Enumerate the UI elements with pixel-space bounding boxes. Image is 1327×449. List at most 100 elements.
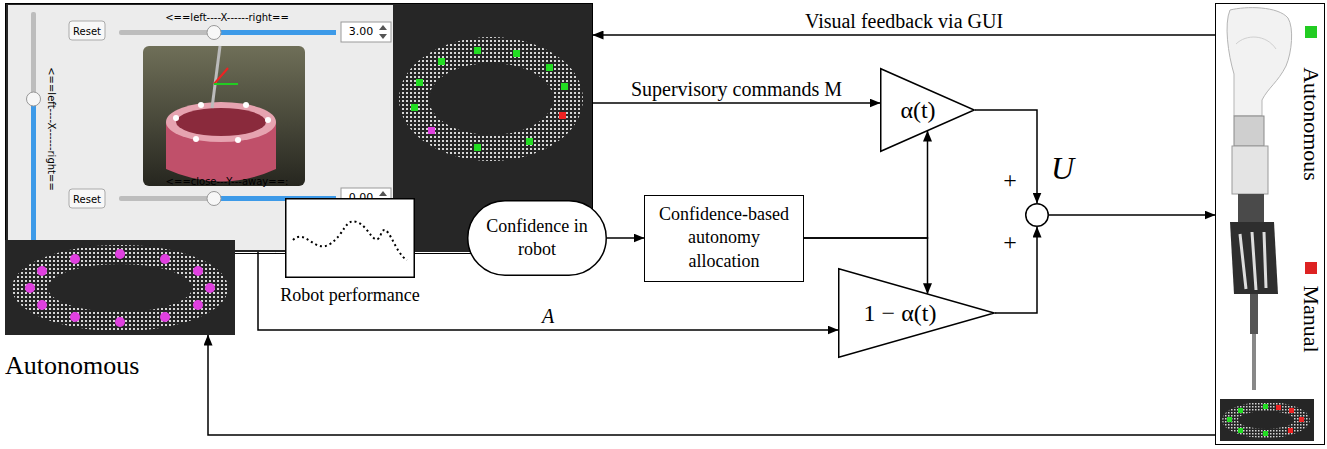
node-text: Manual [1299, 285, 1323, 352]
illustration-rect [526, 138, 533, 145]
node-text: Autonomous [1299, 67, 1323, 181]
illustration-line [214, 68, 228, 84]
illustration-circle [115, 317, 125, 327]
node-text: <==left----X------right== [46, 67, 57, 191]
illustration-circle [37, 300, 47, 310]
node-text: α(t) [900, 97, 935, 123]
confidence-stadium: Confidence in robot [467, 200, 607, 276]
circle-outline [1025, 203, 1049, 227]
illustration-path [12, 245, 228, 331]
node-text: <==close---Y---away==: [166, 176, 289, 187]
performance-plot [285, 198, 415, 278]
illustration-circle [243, 102, 249, 108]
illustration-circle [198, 102, 204, 108]
illustration-rect [1276, 405, 1281, 410]
illustration-rect [474, 144, 481, 151]
illustration-circle [25, 283, 35, 293]
connector [975, 110, 1037, 203]
connector [607, 237, 644, 239]
connector [995, 227, 1037, 313]
process-box: Confidence-based autonomy allocation [644, 195, 804, 282]
edge-label: Supervisory commands M [629, 78, 844, 100]
illustration-ellipse [166, 102, 276, 142]
illustration-circle [115, 249, 125, 259]
illustration-rect [1238, 408, 1243, 413]
illustration-g [1227, 404, 1268, 436]
illustration-circle [160, 254, 170, 264]
stadium-outline [467, 200, 607, 276]
node-text: 1 − α(t) [864, 300, 937, 326]
illustration-rect [341, 22, 391, 42]
illustration-circle [70, 254, 80, 264]
illustration-path [399, 37, 583, 161]
illustration-rect [119, 30, 336, 35]
connector [593, 102, 880, 104]
illustration-rect [428, 127, 435, 134]
point-cloud-image [5, 240, 235, 335]
illustration-rect [31, 12, 36, 244]
node-text: <==left----X------right== [165, 12, 289, 23]
tri-shape [881, 69, 975, 152]
illustration-g [411, 47, 568, 151]
illustration-rect [559, 112, 566, 119]
illustration-rect [1288, 428, 1293, 433]
node-text: Confidence-based autonomy allocation [651, 203, 797, 273]
illustration-rect [1227, 417, 1232, 422]
illustration-g [25, 249, 215, 327]
edge-label: A [540, 305, 556, 327]
node-text: Confidence in robot [482, 215, 592, 262]
connector [804, 131, 928, 238]
illustration-circle [235, 137, 241, 143]
illustration-rect [1305, 26, 1317, 38]
illustration-rect [561, 83, 568, 90]
node-text: 3.00 [349, 26, 374, 38]
gain-triangle: 1 − α(t) [838, 268, 995, 358]
illustration-ellipse [176, 108, 266, 136]
illustration-rect [31, 99, 36, 244]
illustration-rect [474, 47, 481, 54]
illustration-rect [69, 189, 105, 208]
illustration-circle [207, 26, 221, 40]
illustration-path [1240, 232, 1266, 290]
illustration-circle [205, 283, 215, 293]
sign-label: + [1003, 229, 1017, 255]
illustration-rect [416, 79, 423, 86]
node-text: Reset [73, 25, 101, 36]
illustration-line [214, 83, 238, 85]
illustration-circle [70, 312, 80, 322]
illustration-rect [214, 30, 336, 35]
tri-shape [839, 269, 995, 358]
illustration-path [1227, 8, 1292, 116]
illustration-rect [1263, 404, 1268, 409]
gain-triangle: α(t) [880, 68, 975, 152]
illustration-rect [438, 58, 445, 65]
circle-shape [1026, 204, 1049, 227]
edge-label: Visual feedback via GUI [803, 10, 1005, 32]
connector [208, 335, 1215, 435]
node-text: Robot performance [280, 286, 419, 306]
illustration-path [293, 221, 407, 260]
illustration-path [1230, 222, 1278, 294]
illustration-rect [411, 104, 418, 111]
illustration-circle [265, 117, 271, 123]
plot-node: Robot performance [285, 198, 415, 310]
stadium-shape [468, 201, 607, 276]
illustration-circle [193, 300, 203, 310]
connector [593, 34, 1215, 36]
node-text: U [1051, 151, 1074, 186]
illustration-circle [37, 266, 47, 276]
illustration-rect [143, 46, 305, 186]
connector [1049, 214, 1215, 216]
illustration-rect [5, 240, 235, 335]
illustration-rect [1238, 428, 1243, 433]
illustration-circle [173, 115, 179, 121]
illustration-rect [1238, 194, 1264, 222]
illustration-rect [69, 21, 105, 40]
illustration-path [1236, 37, 1276, 49]
illustration-circle [160, 312, 170, 322]
summing-junction: U [1025, 203, 1049, 227]
illustration-rect [1263, 431, 1268, 436]
illustration-rect [546, 64, 553, 71]
illustration-rect [1234, 116, 1264, 146]
